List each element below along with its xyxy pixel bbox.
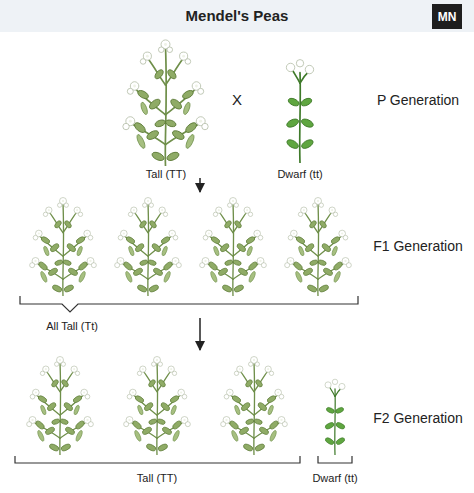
bracket-label: Dwarf (tt)	[312, 472, 357, 485]
plant-label: Dwarf (tt)	[277, 168, 322, 181]
generation-label: F2 Generation	[373, 410, 463, 426]
bracket-label: All Tall (Tt)	[46, 320, 98, 333]
cross-symbol: X	[232, 91, 242, 108]
logo-box: MN	[432, 4, 462, 29]
diagram-title: Mendel's Peas	[186, 7, 289, 24]
generation-label: P Generation	[377, 92, 459, 108]
generation-label: F1 Generation	[373, 238, 463, 254]
plant-label: Tall (TT)	[146, 168, 186, 181]
bracket-label: Tall (TT)	[137, 472, 177, 485]
logo-text: MN	[438, 11, 457, 23]
